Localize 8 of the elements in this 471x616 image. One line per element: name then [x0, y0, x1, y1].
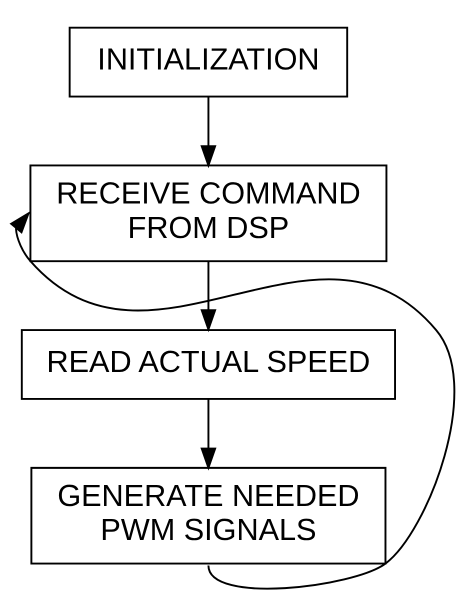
arrow [200, 261, 216, 332]
node-box: GENERATE NEEDED PWM SIGNALS [30, 466, 386, 564]
node-box: RECEIVE COMMAND FROM DSP [29, 164, 388, 262]
node-box: READ ACTUAL SPEED [20, 328, 396, 400]
arrow [200, 398, 216, 470]
arrow [10, 210, 456, 590]
arrow [200, 96, 216, 168]
node-box: INITIALIZATION [68, 26, 348, 98]
